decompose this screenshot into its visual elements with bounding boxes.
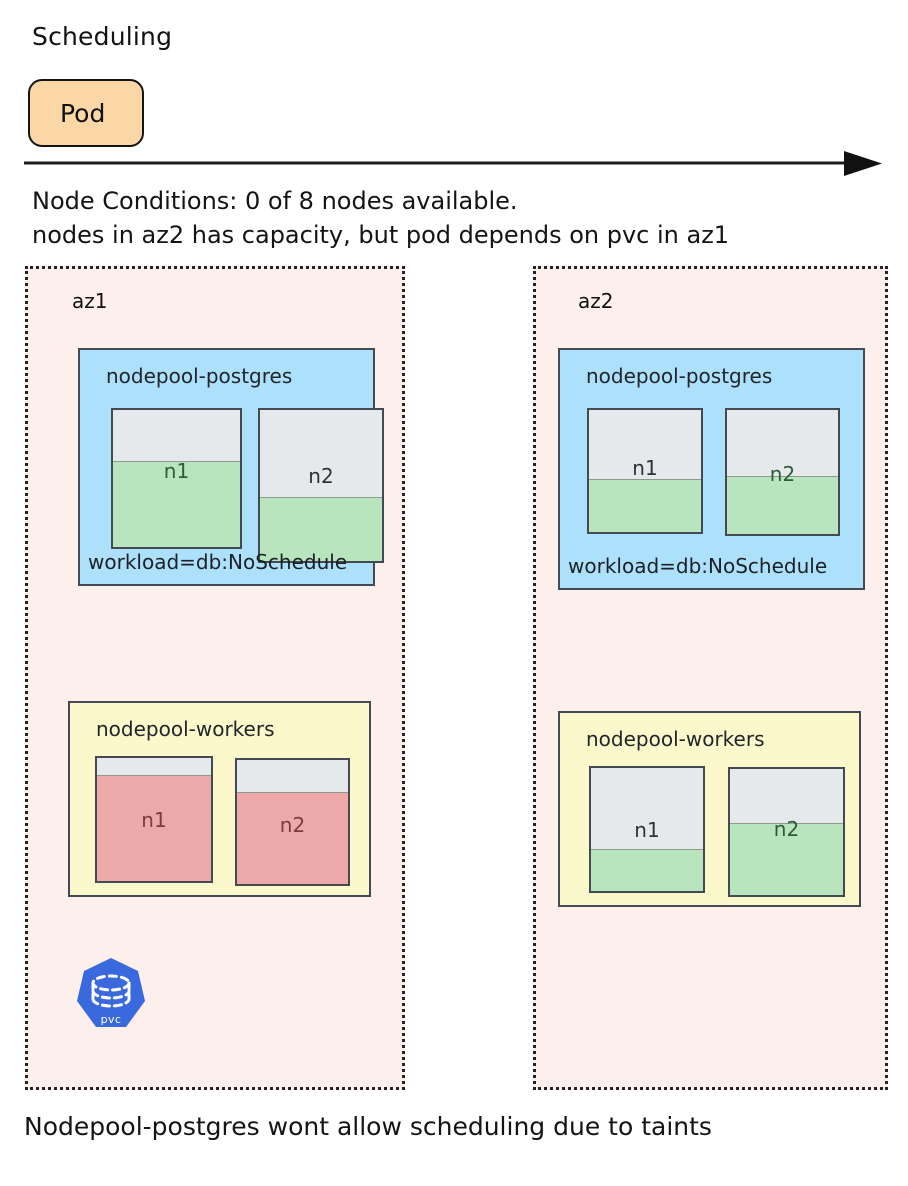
- condition-line-2: nodes in az2 has capacity, but pod depen…: [32, 221, 730, 250]
- availability-zone-az2: az2 nodepool-postgres n1 n2 workload=db:…: [533, 266, 888, 1090]
- node-az2-postgres-n2[interactable]: n2: [725, 408, 840, 536]
- az1-label: az1: [72, 289, 108, 313]
- node-az2-workers-n2[interactable]: n2: [728, 767, 845, 897]
- node-az1-postgres-n2[interactable]: n2: [258, 408, 384, 563]
- node-az1-postgres-n1-label: n1: [163, 459, 190, 483]
- nodepool-workers-az2-title: nodepool-workers: [586, 727, 765, 751]
- node-az1-workers-n1[interactable]: n1: [95, 756, 213, 883]
- node-capacity-fill: [97, 775, 211, 881]
- pvc-database-icon: [77, 958, 145, 1027]
- node-az2-postgres-n2-label: n2: [769, 462, 796, 486]
- node-az2-workers-n1-label: n1: [634, 818, 660, 842]
- nodepool-postgres-az1-title: nodepool-postgres: [106, 364, 293, 388]
- node-az1-workers-n2[interactable]: n2: [235, 758, 350, 886]
- nodepool-workers-az1[interactable]: nodepool-workers n1 n2: [68, 701, 371, 897]
- node-az1-workers-n1-label: n1: [141, 808, 167, 832]
- timeline-arrow: [24, 150, 882, 178]
- node-az1-postgres-n1[interactable]: n1: [111, 408, 242, 549]
- node-capacity-fill: [730, 823, 843, 895]
- pvc-label: pvc: [100, 1013, 122, 1026]
- right-arrow-icon: [24, 151, 882, 176]
- node-az2-postgres-n1-label: n1: [632, 456, 658, 480]
- node-az2-workers-n2-label: n2: [773, 817, 800, 841]
- node-capacity-fill: [237, 792, 348, 884]
- node-az1-postgres-n2-label: n2: [308, 464, 334, 488]
- node-az2-postgres-n1[interactable]: n1: [587, 408, 703, 534]
- nodepool-postgres-az2[interactable]: nodepool-postgres n1 n2 workload=db:NoSc…: [558, 348, 865, 590]
- node-capacity-fill: [113, 461, 240, 547]
- diagram-caption: Nodepool-postgres wont allow scheduling …: [24, 1112, 712, 1141]
- pod-label: Pod: [60, 98, 106, 128]
- nodepool-postgres-az2-taint: workload=db:NoSchedule: [568, 554, 828, 578]
- availability-zone-az1: az1 nodepool-postgres n1 n2 workload=db:…: [25, 266, 405, 1090]
- nodepool-workers-az2[interactable]: nodepool-workers n1 n2: [558, 711, 861, 907]
- az2-label: az2: [578, 289, 614, 313]
- nodepool-postgres-az1[interactable]: nodepool-postgres n1 n2 workload=db:NoSc…: [78, 348, 384, 586]
- pod-node[interactable]: Pod: [28, 79, 144, 147]
- node-az2-workers-n1[interactable]: n1: [589, 766, 705, 893]
- condition-line-1: Node Conditions: 0 of 8 nodes available.: [32, 187, 518, 215]
- nodepool-postgres-az1-taint: workload=db:NoSchedule: [88, 550, 348, 574]
- nodepool-workers-az1-title: nodepool-workers: [96, 717, 275, 741]
- node-capacity-fill: [260, 496, 382, 561]
- node-az1-workers-n2-label: n2: [279, 813, 306, 837]
- node-capacity-fill: [589, 478, 701, 532]
- node-capacity-fill: [591, 849, 703, 891]
- pvc-icon[interactable]: pvc: [76, 957, 146, 1033]
- page-title: Scheduling: [32, 22, 173, 51]
- nodepool-postgres-az2-title: nodepool-postgres: [586, 364, 773, 388]
- node-capacity-fill: [727, 475, 838, 534]
- node-conditions-text: Node Conditions: 0 of 8 nodes available.…: [32, 184, 892, 252]
